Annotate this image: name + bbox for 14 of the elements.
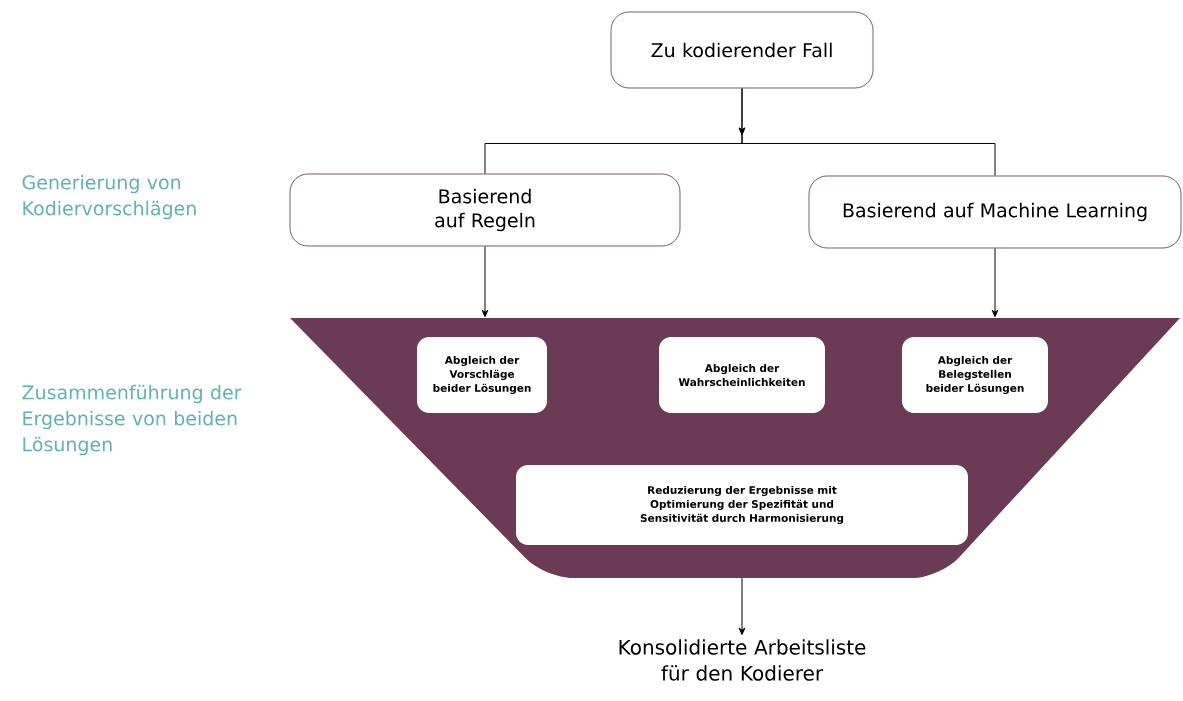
process-box: Zu kodierender Fall [610, 11, 874, 89]
step-box: Abgleich der Belegstellen beider Lösungen [902, 337, 1048, 413]
step-box: Reduzierung der Ergebnisse mit Optimierung der Spezifität und Sensitivität durch Harmonisierung [516, 465, 968, 545]
section-label: Generierung von Kodiervorschlägen [22, 174, 196, 220]
arrow [481, 246, 489, 318]
step-box: Abgleich der Wahrscheinlichkeiten [659, 337, 825, 413]
arrow [738, 577, 746, 635]
result-text: Konsolidierte Arbeitsliste für den Kodierer [619, 639, 866, 681]
process-box: Basierend auf Machine Learning [808, 175, 1182, 249]
section-label: Zusammenführung der Ergebnisse von beiden Lösungen [22, 384, 242, 456]
arrow [991, 248, 999, 318]
arrow [738, 88, 996, 176]
step-box: Abgleich der Vorschläge beider Lösungen [417, 337, 547, 413]
process-box: Basierend auf Regeln [289, 173, 681, 247]
